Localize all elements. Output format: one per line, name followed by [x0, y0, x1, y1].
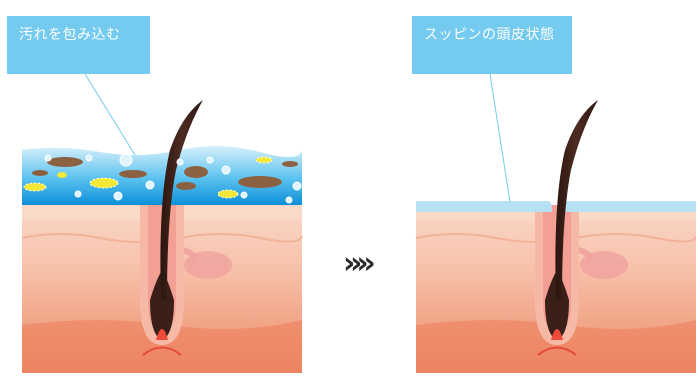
left-skin-diagram	[22, 74, 302, 373]
dirt-particle	[47, 157, 83, 167]
dirt-particle	[238, 176, 282, 188]
bubble	[293, 182, 301, 190]
bubble	[146, 181, 154, 189]
bubble	[86, 155, 92, 161]
sebum-particle	[256, 157, 272, 163]
bubble	[286, 197, 292, 203]
sebum-particle	[24, 183, 46, 191]
dirt-particle	[176, 182, 196, 190]
chevron-triple-right-icon: »»	[343, 246, 370, 281]
dirt-particle	[119, 170, 147, 178]
sebum-particle	[90, 178, 118, 188]
bubble	[207, 157, 213, 163]
label-bare-scalp: スッピンの頭皮状態	[412, 16, 572, 74]
right-clean-layer-left	[416, 201, 552, 212]
label-wrap-dirt: 汚れを包み込む	[7, 16, 150, 74]
bubble	[120, 154, 132, 166]
sebum-particle	[218, 190, 238, 198]
right-clean-layer-right	[562, 201, 696, 212]
right-skin-diagram	[416, 74, 696, 373]
bubble	[75, 191, 81, 197]
bubble	[177, 159, 183, 165]
label-wrap-dirt-text: 汚れを包み込む	[19, 28, 121, 42]
dirt-particle	[32, 170, 48, 176]
bubble	[45, 155, 51, 161]
dirt-particle	[184, 166, 208, 178]
dirt-particle	[282, 161, 298, 167]
label-bare-scalp-text: スッピンの頭皮状態	[424, 28, 555, 42]
left-callout-pointer	[85, 74, 135, 155]
bubble	[222, 166, 230, 174]
right-callout-pointer	[490, 74, 510, 202]
bubble	[114, 192, 122, 200]
sebum-particle	[57, 172, 67, 178]
bubble	[241, 192, 247, 198]
